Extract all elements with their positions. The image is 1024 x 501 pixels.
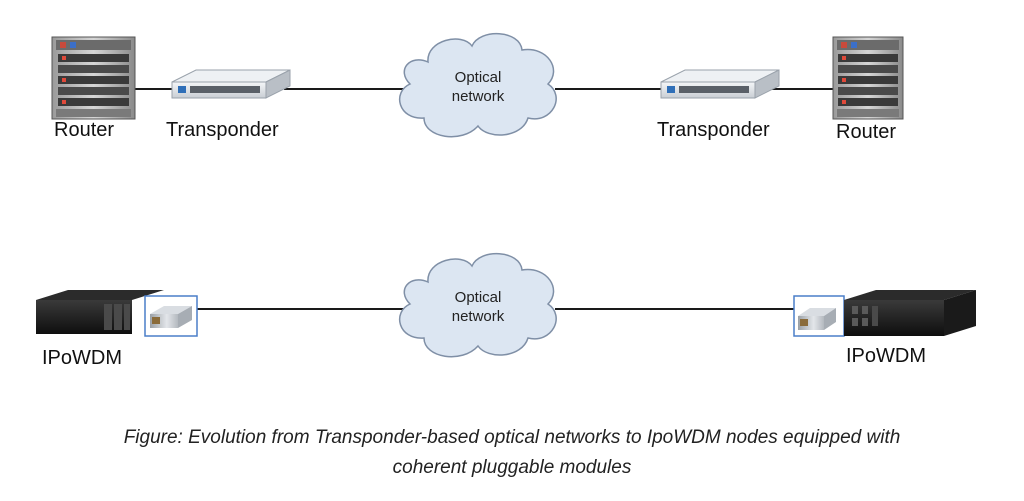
transponder-left-label: Transponder	[166, 119, 279, 141]
figure-caption: Figure: Evolution from Transponder-based…	[0, 423, 1024, 483]
router-left-icon	[51, 36, 136, 120]
optical-network-bottom-label: Optical network	[423, 288, 533, 326]
optical-network-bottom-line2: network	[451, 308, 505, 325]
router-left-label: Router	[54, 119, 115, 141]
caption-line-1: Figure: Evolution from Transponder-based…	[123, 427, 901, 448]
optical-network-top-line1: Optical	[454, 69, 502, 86]
optical-network-top-line2: network	[451, 88, 505, 105]
optical-network-top-label: Optical network	[423, 68, 533, 106]
optical-network-cloud-top	[399, 32, 557, 138]
coherent-pluggable-module-left-icon	[144, 295, 198, 337]
caption-line-2: coherent pluggable modules	[392, 457, 632, 478]
router-right-icon	[832, 36, 904, 120]
optical-network-cloud-bottom	[399, 252, 557, 358]
optical-network-bottom-line1: Optical	[454, 289, 502, 306]
transponder-right-label: Transponder	[657, 119, 770, 141]
ipowdm-right-icon	[844, 290, 976, 336]
ipowdm-left-icon	[36, 290, 164, 334]
transponder-right-icon	[660, 69, 780, 99]
router-right-label: Router	[836, 121, 897, 143]
coherent-pluggable-module-right-icon	[793, 295, 845, 337]
ipowdm-left-label: IPoWDM	[42, 347, 122, 369]
transponder-left-icon	[171, 69, 291, 99]
ipowdm-right-label: IPoWDM	[846, 345, 926, 367]
